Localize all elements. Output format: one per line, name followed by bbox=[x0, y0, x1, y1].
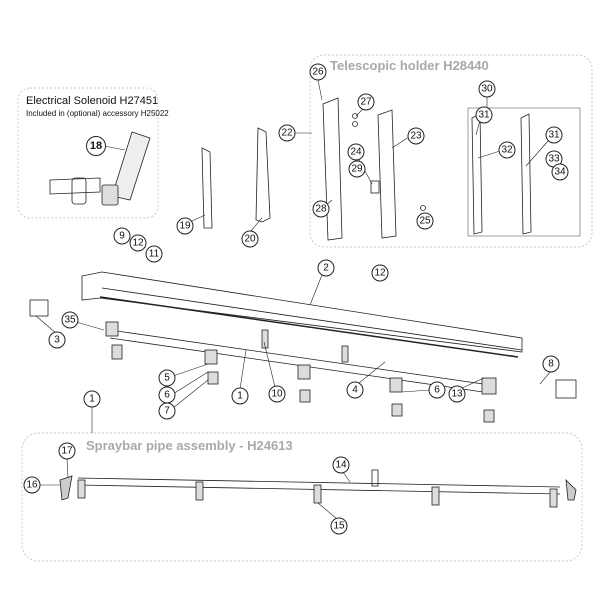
bracket-19 bbox=[201, 147, 213, 229]
callout-25: 25 bbox=[416, 212, 434, 230]
callout-1: 1 bbox=[83, 390, 101, 408]
callout-10: 10 bbox=[268, 385, 286, 403]
end-cap-right bbox=[555, 379, 577, 399]
callout-35: 35 bbox=[61, 311, 79, 329]
callout-7: 7 bbox=[158, 402, 176, 420]
bracket-20 bbox=[255, 127, 271, 223]
telescopic-holder-group-box bbox=[309, 54, 593, 248]
callout-15: 15 bbox=[330, 517, 348, 535]
nozzle-clamps bbox=[105, 321, 497, 423]
nut-25 bbox=[420, 205, 426, 211]
spraybar-pipe bbox=[59, 469, 577, 508]
callout-26: 26 bbox=[309, 63, 327, 81]
callout-4: 4 bbox=[346, 381, 364, 399]
solenoid-part bbox=[49, 131, 151, 206]
callout-13: 13 bbox=[448, 385, 466, 403]
callout-11: 11 bbox=[145, 245, 163, 263]
callout-28: 28 bbox=[312, 200, 330, 218]
callout-22: 22 bbox=[278, 124, 296, 142]
rail-31-right bbox=[520, 113, 532, 235]
solenoid-title: Electrical Solenoid H27451 bbox=[26, 95, 159, 107]
callout-18: 18 bbox=[86, 136, 106, 156]
plate-24 bbox=[370, 180, 380, 194]
callout-17: 17 bbox=[58, 442, 76, 460]
callout-16: 16 bbox=[23, 476, 41, 494]
callout-12: 12 bbox=[129, 234, 147, 252]
callout-2: 2 bbox=[317, 259, 335, 277]
solenoid-subtitle: Included in (optional) accessory H25022 bbox=[26, 109, 169, 118]
callout-20: 20 bbox=[241, 230, 259, 248]
callout-24: 24 bbox=[347, 143, 365, 161]
callout-3: 3 bbox=[48, 331, 66, 349]
callout-23: 23 bbox=[407, 127, 425, 145]
callout-5: 5 bbox=[158, 369, 176, 387]
solenoid-group-box bbox=[17, 87, 159, 219]
callout-30: 30 bbox=[478, 80, 496, 98]
callout-6: 6 bbox=[158, 386, 176, 404]
callout-29: 29 bbox=[348, 160, 366, 178]
callout-31: 31 bbox=[545, 126, 563, 144]
callout-31: 31 bbox=[475, 106, 493, 124]
callout-34: 34 bbox=[551, 163, 569, 181]
callout-19: 19 bbox=[176, 217, 194, 235]
nut-27 bbox=[352, 113, 358, 119]
spraybar-title: Spraybar pipe assembly - H24613 bbox=[86, 438, 293, 453]
callout-8: 8 bbox=[542, 355, 560, 373]
callout-6: 6 bbox=[428, 381, 446, 399]
spraybar-group-box bbox=[21, 432, 583, 562]
sub-assembly-30-box bbox=[467, 107, 581, 237]
callout-32: 32 bbox=[498, 141, 516, 159]
callout-14: 14 bbox=[332, 456, 350, 474]
callout-27: 27 bbox=[357, 93, 375, 111]
callout-1: 1 bbox=[231, 387, 249, 405]
end-cap-3 bbox=[29, 299, 49, 317]
holder-23 bbox=[377, 109, 397, 239]
main-beam bbox=[81, 271, 523, 358]
telescopic-holder-title: Telescopic holder H28440 bbox=[330, 58, 489, 73]
pipe-upper bbox=[109, 329, 491, 386]
holder-28 bbox=[322, 97, 343, 241]
callout-9: 9 bbox=[113, 227, 131, 245]
callout-12: 12 bbox=[371, 264, 389, 282]
